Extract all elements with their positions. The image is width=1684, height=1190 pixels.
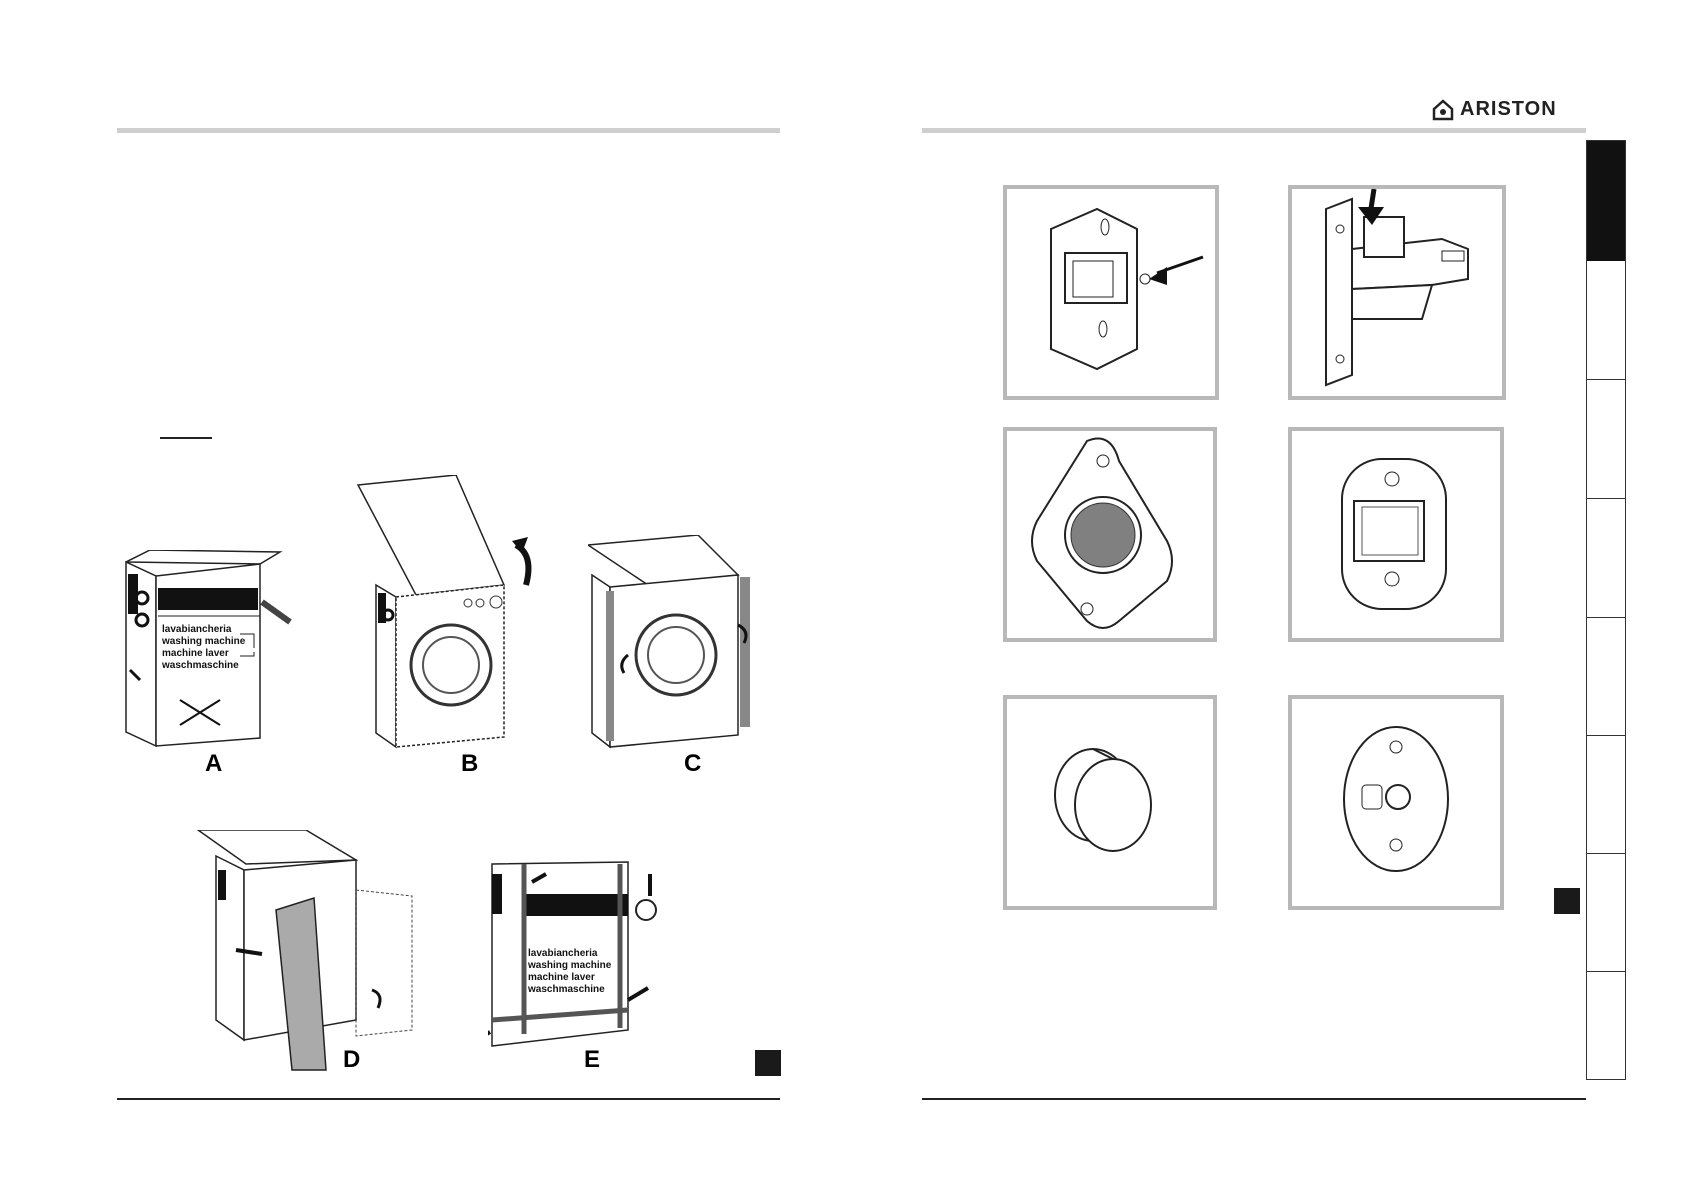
- right-page-marker: [1554, 888, 1580, 914]
- figure-a: lavabiancheria washing machine machine l…: [120, 549, 310, 750]
- figure-label-e: E: [584, 1046, 601, 1073]
- left-header-rule: [117, 128, 780, 133]
- figure-label-b: B: [461, 750, 479, 777]
- figure-e-box-text: lavabiancheria washing machine machine l…: [528, 948, 611, 996]
- part-box-hinge-plate: [1003, 185, 1219, 400]
- figure-e-illustration: [478, 861, 657, 1047]
- figure-label-d: D: [343, 1046, 361, 1073]
- brand-logo: ARISTON: [1432, 98, 1557, 121]
- section-tab-active[interactable]: [1587, 141, 1625, 261]
- brand-name: ARISTON: [1460, 98, 1557, 120]
- box-text-line: machine laver: [528, 972, 595, 983]
- section-tab[interactable]: [1587, 853, 1625, 854]
- left-page-marker: [755, 1050, 781, 1076]
- figure-a-illustration: [125, 549, 292, 748]
- box-text-line: waschmaschine: [528, 984, 605, 995]
- box-text-line: waschmaschine: [162, 660, 239, 671]
- part-box-rubber-bung: [1003, 427, 1217, 642]
- hinge-plate-icon: [1050, 207, 1204, 371]
- oval-plate-icon: [1343, 726, 1449, 872]
- right-footer-rule: [922, 1098, 1586, 1100]
- box-text-line: machine laver: [162, 648, 229, 659]
- section-tab[interactable]: [1587, 379, 1625, 380]
- door-latch-icon: [1325, 188, 1469, 387]
- figure-c: [585, 534, 778, 750]
- figure-a-box-text: lavabiancheria washing machine machine l…: [162, 624, 245, 672]
- round-cap-icon: [1054, 748, 1152, 852]
- figure-d: [195, 829, 416, 1075]
- part-box-round-cap: [1003, 695, 1217, 910]
- figure-d-illustration: [195, 829, 413, 1071]
- section-tab[interactable]: [1587, 498, 1625, 499]
- figure-label-a: A: [205, 750, 223, 777]
- right-header-rule: [922, 128, 1586, 133]
- box-text-line: washing machine: [528, 960, 612, 971]
- rubber-bung-icon: [1031, 437, 1173, 629]
- part-box-oval-plate: [1288, 695, 1504, 910]
- figure-e: lavabiancheria washing machine machine l…: [478, 860, 668, 1050]
- left-footer-rule: [117, 1098, 780, 1100]
- section-tabs: [1586, 140, 1626, 1080]
- box-text-line: washing machine: [162, 636, 246, 647]
- section-tab[interactable]: [1587, 735, 1625, 736]
- house-logo-icon: [1432, 98, 1454, 120]
- figure-c-illustration: [585, 534, 750, 749]
- figure-b: [356, 474, 546, 750]
- oval-catch-icon: [1341, 458, 1447, 610]
- part-box-oval-catch: [1288, 427, 1504, 642]
- section-tab[interactable]: [1587, 617, 1625, 618]
- figure-label-c: C: [684, 750, 702, 777]
- figure-b-illustration: [356, 474, 532, 749]
- section-tab[interactable]: [1587, 971, 1625, 972]
- part-box-door-latch: [1288, 185, 1506, 400]
- box-text-line: lavabiancheria: [162, 624, 232, 635]
- box-text-line: lavabiancheria: [528, 948, 598, 959]
- underline-mark: [160, 437, 212, 439]
